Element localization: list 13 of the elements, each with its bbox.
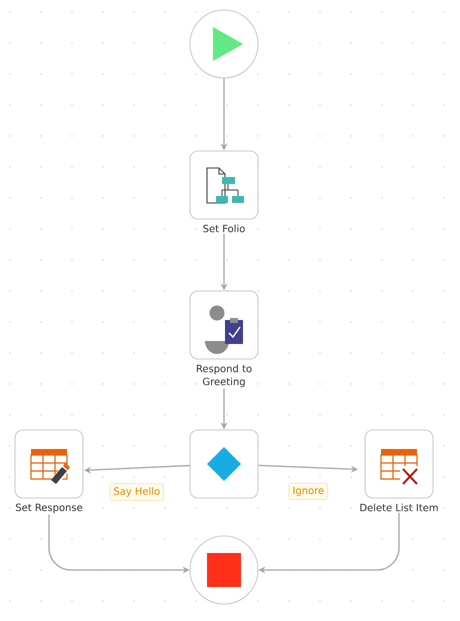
step-box <box>14 430 84 514</box>
step-label: Delete List Item <box>360 504 438 512</box>
step-label: Set Response <box>16 504 82 514</box>
edge-label: Ignore <box>288 483 328 500</box>
edge-label: Say Hello <box>110 483 164 500</box>
step-box <box>190 290 258 388</box>
circle-node <box>190 10 258 78</box>
step-box <box>190 150 258 232</box>
step-label: Respond to Greeting <box>196 364 252 388</box>
circle-node <box>190 536 258 604</box>
step-box <box>360 430 438 512</box>
step-box <box>190 430 258 498</box>
step-label: Set Folio <box>203 224 245 232</box>
